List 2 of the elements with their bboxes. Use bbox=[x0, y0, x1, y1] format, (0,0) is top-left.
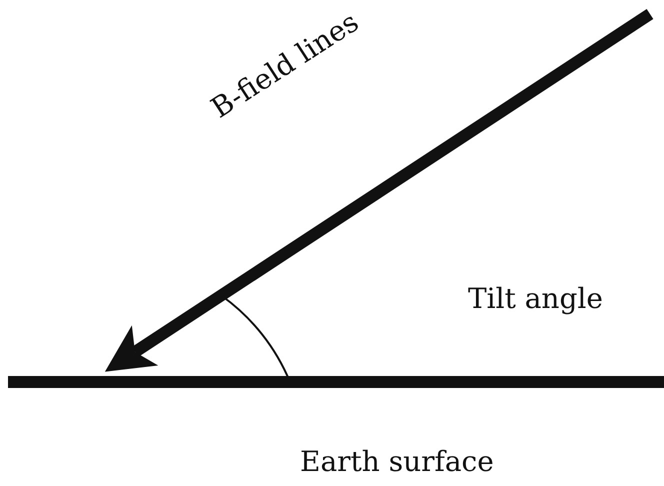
surface-label: Earth surface bbox=[300, 448, 494, 476]
angle-label: Tilt angle bbox=[468, 285, 603, 313]
